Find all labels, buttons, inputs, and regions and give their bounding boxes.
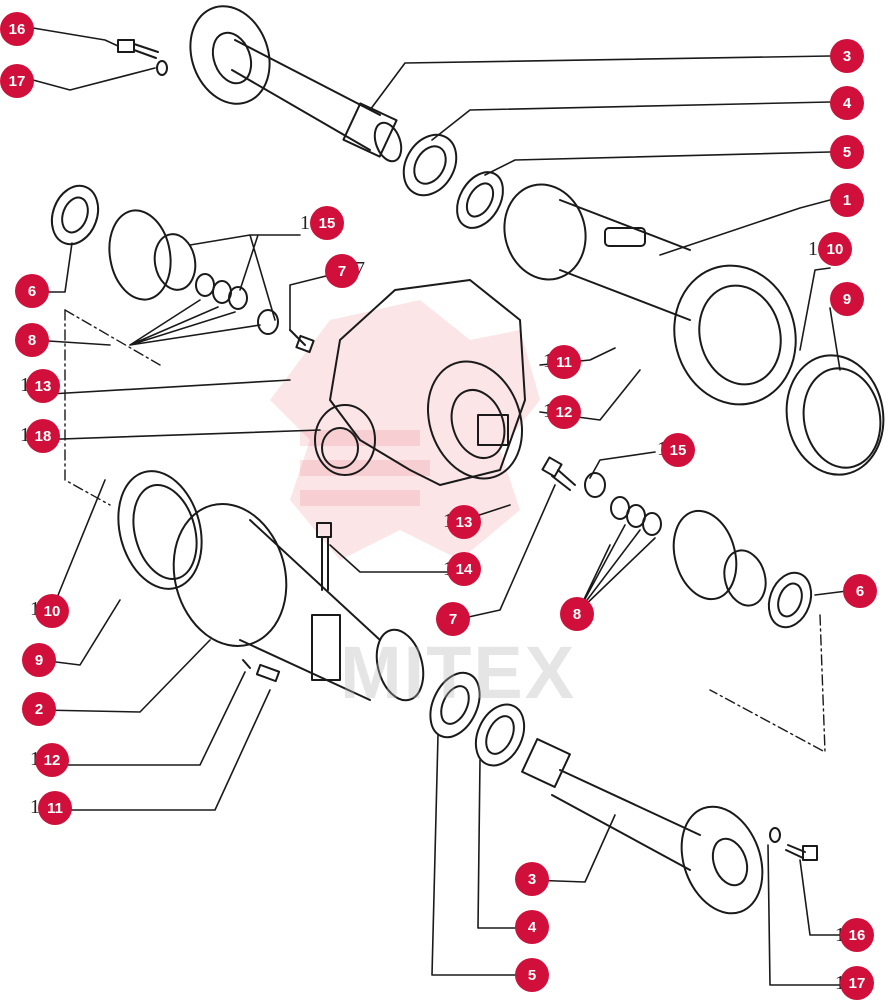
callout-12: 12: [547, 395, 581, 429]
callout-18: 18: [26, 419, 60, 453]
callout-8: 8: [15, 323, 49, 357]
callout-13: 13: [447, 505, 481, 539]
callout-4: 4: [830, 86, 864, 120]
differential-housing: [314, 279, 526, 486]
callout-3: 3: [515, 862, 549, 896]
axle-housing-right: [503, 183, 797, 406]
callout-10: 10: [35, 594, 69, 628]
seal-right: [767, 571, 813, 629]
planet-carrier-left: [108, 209, 197, 301]
bolt-11b: [255, 663, 281, 683]
callout-12: 12: [35, 743, 69, 777]
ghost-digit: 1: [300, 212, 310, 234]
callout-6: 6: [843, 574, 877, 608]
callout-2: 2: [22, 692, 56, 726]
bolt-7b: [541, 456, 563, 478]
axle-housing-left: [172, 503, 425, 702]
callout-1: 1: [830, 183, 864, 217]
callout-7: 7: [325, 254, 359, 288]
alignment-lines: [64, 309, 826, 753]
callout-17: 17: [840, 966, 874, 1000]
bolt-top: [117, 39, 168, 76]
bearing-bottom: [429, 671, 481, 739]
callout-9: 9: [22, 643, 56, 677]
callout-5: 5: [830, 135, 864, 169]
callout-7: 7: [436, 602, 470, 636]
callout-13: 13: [26, 369, 60, 403]
ring-gear-left: [117, 470, 203, 590]
callout-6: 6: [15, 274, 49, 308]
callout-16: 16: [840, 918, 874, 952]
callout-15: 15: [661, 433, 695, 467]
callout-8: 8: [560, 597, 594, 631]
bolt-7a: [289, 329, 306, 346]
thrust-washers-right: [584, 472, 662, 536]
ghost-digit: 1: [30, 796, 40, 818]
callout-9: 9: [830, 282, 864, 316]
ghost-digit: 7: [355, 258, 365, 280]
ghost-digit: 1: [808, 238, 818, 260]
callout-16: 16: [0, 12, 34, 46]
callout-15: 15: [310, 206, 344, 240]
callout-10: 10: [818, 232, 852, 266]
seal-bottom: [474, 703, 526, 767]
ghost-digit: 1: [20, 424, 30, 446]
washer-17b: [769, 827, 781, 843]
planet-carrier-right: [672, 509, 767, 607]
top-half-shaft: [189, 5, 403, 163]
thrust-washers-left: [195, 273, 279, 335]
bolt-16b: [785, 844, 818, 861]
bolt-14: [316, 522, 332, 591]
watermark-text: MITEX: [340, 631, 577, 714]
bearing-top: [456, 171, 504, 229]
callout-5: 5: [515, 958, 549, 992]
callout-4: 4: [515, 910, 549, 944]
seal-top: [402, 133, 458, 197]
callout-3: 3: [830, 39, 864, 73]
washer-12b: [242, 659, 251, 669]
callout-17: 17: [0, 64, 34, 98]
callout-11: 11: [38, 791, 72, 825]
callout-14: 14: [447, 552, 481, 586]
ring-gear-right: [785, 354, 885, 476]
bottom-half-shaft: [521, 738, 764, 915]
ghost-digit: 1: [20, 374, 30, 396]
seal-left: [50, 184, 100, 246]
callout-11: 11: [547, 345, 581, 379]
